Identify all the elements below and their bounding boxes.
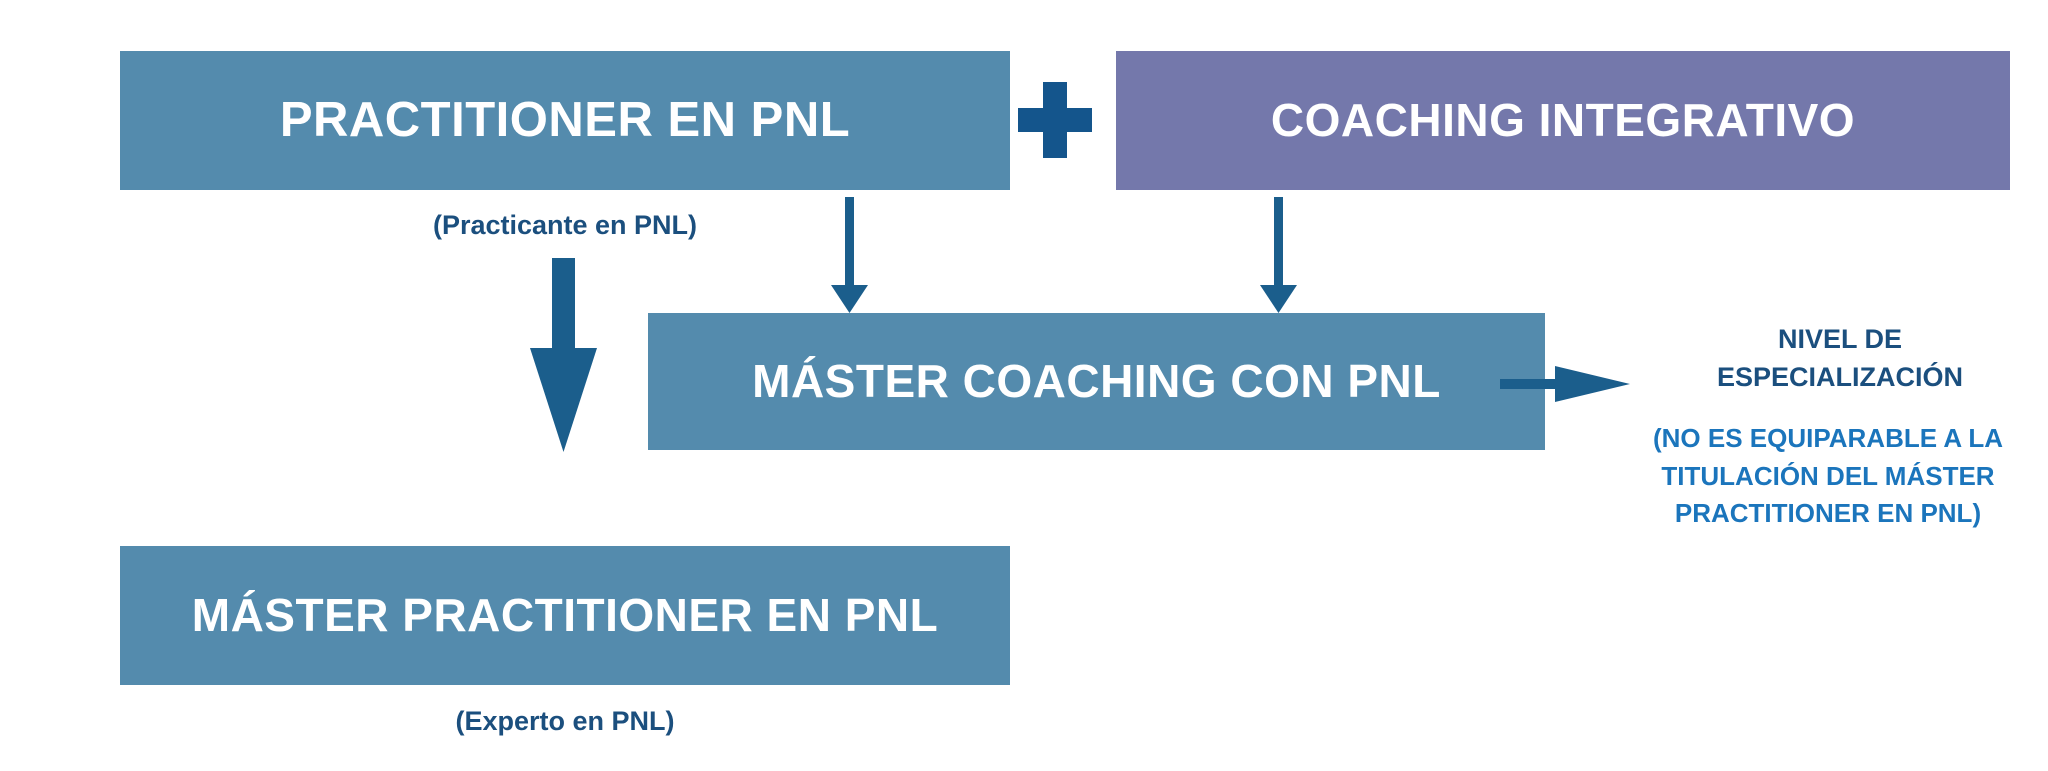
plus-icon-vertical-bar [1043,82,1067,158]
annotation-nivel-line-1: NIVEL DE [1777,324,1903,354]
annotation-nota-line-1: (NO ES EQUIPARABLE A LA [1652,423,2004,453]
box-master-practitioner-en-pnl: MÁSTER PRACTITIONER EN PNL [120,546,1010,685]
box-master-practitioner-label: MÁSTER PRACTITIONER EN PNL [191,589,939,642]
arrow-coaching-to-master-coaching [1260,197,1297,313]
plus-icon [1018,82,1092,158]
box-coaching-integrativo: COACHING INTEGRATIVO [1116,51,2010,190]
caption-practicante-en-pnl: (Practicante en PNL) [432,210,698,240]
annotation-nivel-line-2: ESPECIALIZACIÓN [1716,362,1964,393]
caption-experto-en-pnl: (Experto en PNL) [455,706,675,736]
box-practitioner-en-pnl: PRACTITIONER EN PNL [120,51,1010,190]
annotation-nota-aclaratoria: (NO ES EQUIPARABLE A LA TITULACIÓN DEL M… [1618,420,2038,533]
annotation-nota-line-2: TITULACIÓN DEL MÁSTER [1661,460,1995,491]
box-master-coaching-label: MÁSTER COACHING CON PNL [752,355,1441,408]
box-practitioner-label: PRACTITIONER EN PNL [279,92,851,147]
annotation-nivel-especializacion: NIVEL DE ESPECIALIZACIÓN [1640,320,2040,397]
annotation-nota-line-3: PRACTITIONER EN PNL) [1674,498,1982,529]
arrow-practitioner-to-master-practitioner [530,258,597,452]
box-coaching-label: COACHING INTEGRATIVO [1270,94,1856,147]
box-master-coaching-con-pnl: MÁSTER COACHING CON PNL [648,313,1545,450]
arrow-practitioner-to-master-coaching [831,197,868,313]
